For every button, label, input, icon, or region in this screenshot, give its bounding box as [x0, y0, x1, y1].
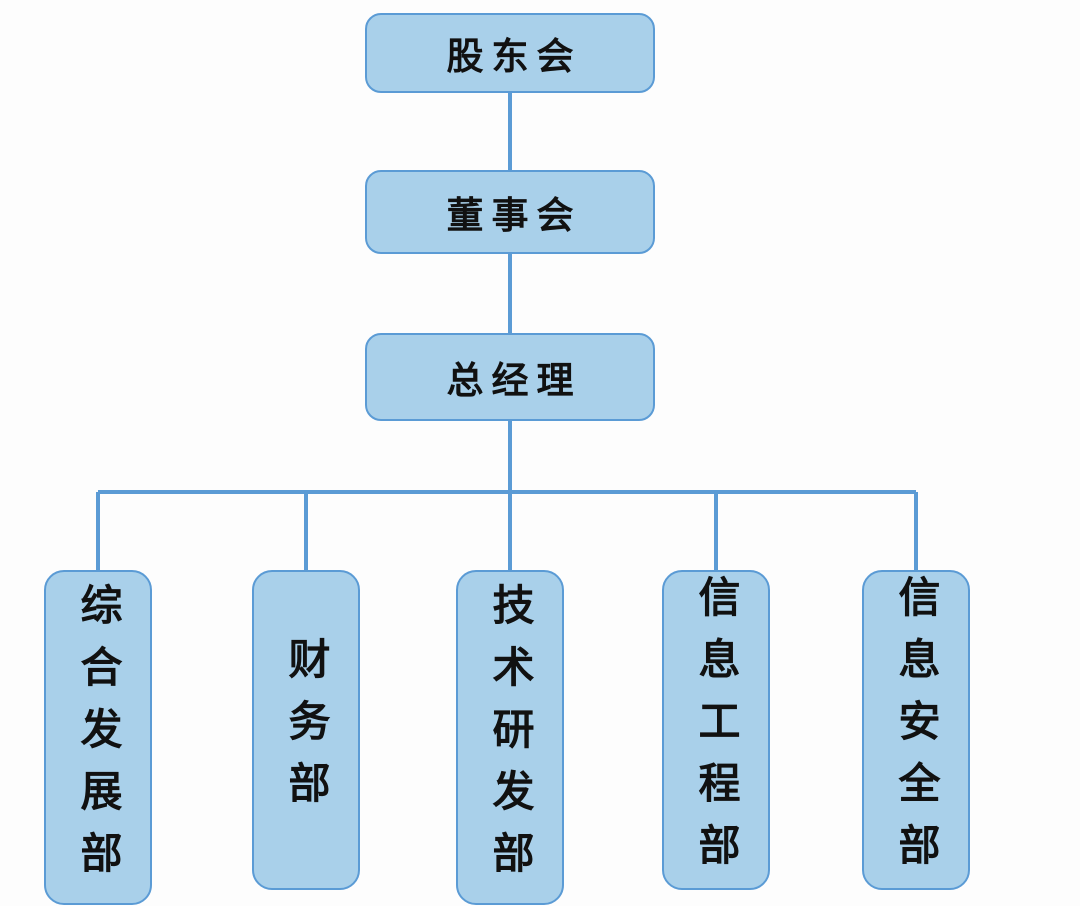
node-shareholders-meeting: 股东会	[365, 13, 655, 93]
dept-info-engineering-label: 信息工程部	[693, 575, 740, 885]
dept-general-development-label: 综合发展部	[75, 582, 122, 893]
dept-finance-label: 财务部	[283, 637, 330, 823]
dept-info-security-label: 信息安全部	[893, 575, 940, 885]
node-shareholders-meeting-label: 股东会	[446, 36, 582, 77]
node-board-of-directors-label: 董事会	[446, 195, 582, 236]
dept-info-security: 信息安全部	[862, 570, 970, 890]
dept-tech-research-label: 技术研发部	[487, 582, 534, 893]
dept-tech-research: 技术研发部	[456, 570, 564, 905]
dept-finance: 财务部	[252, 570, 360, 890]
dept-general-development: 综合发展部	[44, 570, 152, 905]
dept-info-engineering: 信息工程部	[662, 570, 770, 890]
node-general-manager: 总经理	[365, 333, 655, 421]
node-board-of-directors: 董事会	[365, 170, 655, 254]
node-general-manager-label: 总经理	[446, 360, 582, 401]
